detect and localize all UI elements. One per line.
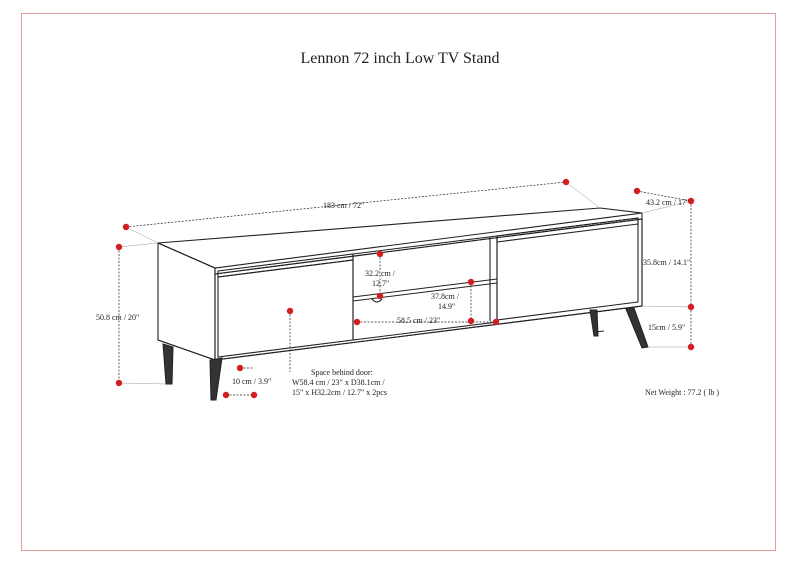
label-shelf-width: 58.5 cm / 23" [397, 316, 440, 325]
net-weight: Net Weight : 77.2 ( lb ) [645, 388, 720, 397]
leg-front-right [625, 307, 649, 349]
leg-front-left [209, 357, 223, 401]
label-leg-width: 10 cm / 3.9" [232, 377, 271, 386]
dimension-lines [118, 181, 692, 396]
label-height: 50.8 cm / 20" [96, 313, 139, 322]
label-shelf-opening-1: 32.2 cm / [365, 269, 396, 278]
stand-top [157, 207, 643, 269]
extension-lines [118, 181, 692, 385]
leg-back-right [589, 309, 599, 337]
tv-stand-drawing [157, 207, 643, 361]
dimension-markers [115, 178, 695, 399]
space-behind-door-line2: W58.4 cm / 23" x D38.1cm / [292, 378, 385, 387]
space-behind-door-line3: 15" x H32.2cm / 12.7" x 2pcs [292, 388, 387, 397]
label-depth: 43.2 cm / 17" [646, 198, 689, 207]
page-frame [21, 13, 776, 551]
label-shelf-opening-1b: 12.7" [372, 279, 389, 288]
label-leg-clearance: 15cm / 5.9" [648, 323, 685, 332]
label-cabinet-height: 35.8cm / 14.1" [643, 258, 690, 267]
diagram-title: Lennon 72 inch Low TV Stand [300, 50, 500, 67]
label-shelf-opening-2b: 14.9" [438, 302, 455, 311]
label-width: 183 cm / 72" [323, 201, 364, 210]
space-behind-door-line1: Space behind door: [311, 368, 373, 377]
leg-back-left [162, 343, 174, 385]
label-shelf-opening-2: 37.8cm / [431, 292, 460, 301]
